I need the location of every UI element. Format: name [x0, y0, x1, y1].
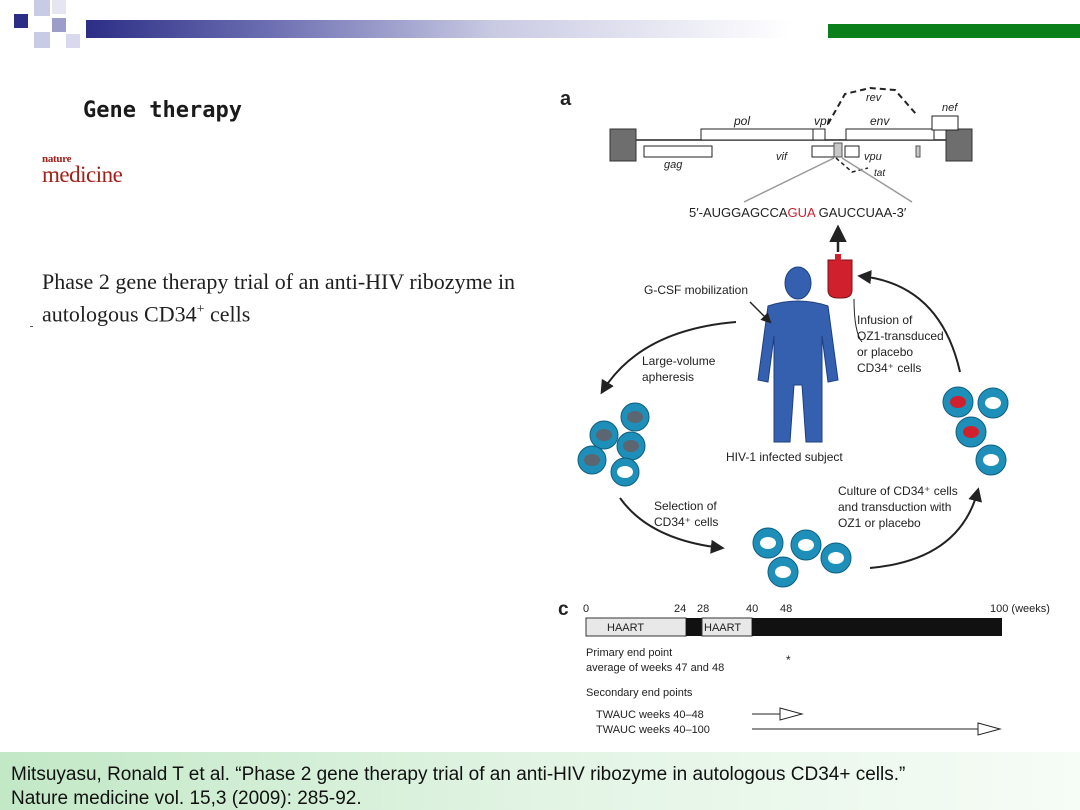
label-env: env — [870, 114, 890, 128]
figure-svg: a rev nef pol vpr env vif gag vpu tat 5′… — [558, 86, 1050, 736]
ltr-left — [609, 128, 637, 162]
logo-line-2: medicine — [42, 162, 123, 187]
haart-label-2: HAART — [704, 622, 741, 634]
tick-40: 40 — [746, 603, 758, 615]
label-vif: vif — [776, 151, 788, 163]
label-apheresis-1: Large-volume — [642, 354, 716, 368]
cells-transduced — [942, 386, 1009, 476]
label-selection-2: CD34⁺ cells — [654, 515, 718, 529]
tick-0: 0 — [583, 603, 589, 615]
label-pol: pol — [733, 114, 750, 128]
splice-line-rev — [827, 86, 917, 125]
arrow-twauc-40-100 — [752, 722, 1002, 736]
infusion-tube — [853, 298, 863, 343]
blood-bag — [827, 259, 853, 299]
label-vpr: vpr — [814, 114, 832, 128]
primary-star: * — [786, 653, 791, 667]
panel-c-label: c — [558, 599, 569, 620]
citation-line-2: Nature medicine vol. 15,3 (2009): 285-92… — [11, 788, 362, 809]
arrow-gcsf — [749, 301, 772, 324]
person-figure — [757, 266, 839, 443]
slide-title: Gene therapy — [83, 98, 242, 123]
label-gcsf: G-CSF mobilization — [644, 283, 748, 297]
divider-dot — [30, 326, 33, 327]
citation-line-1: Mitsuyasu, Ronald T et al. “Phase 2 gene… — [11, 764, 906, 785]
label-nef: nef — [942, 102, 958, 114]
tick-28: 28 — [697, 603, 709, 615]
header-green-bar — [828, 24, 1080, 38]
gene-env — [845, 128, 935, 141]
arrow-culture — [869, 487, 982, 569]
paper-title: Phase 2 gene therapy trial of an anti-HI… — [42, 268, 587, 328]
header-square-light — [34, 0, 50, 16]
label-infusion-4: CD34⁺ cells — [857, 361, 921, 375]
primary-endpoint-2: average of weeks 47 and 48 — [586, 662, 724, 674]
cells-apheresis — [577, 402, 650, 487]
gene-vpr — [812, 128, 826, 141]
tick-24: 24 — [674, 603, 686, 615]
ltr-right — [945, 128, 973, 162]
header-square-light-3 — [66, 34, 80, 48]
gene-pol — [700, 128, 814, 141]
blood-bag-top — [835, 254, 841, 261]
arrow-apheresis — [600, 321, 737, 395]
tick-100: 100 (weeks) — [990, 603, 1050, 615]
nature-medicine-logo: nature medicine — [42, 153, 123, 187]
secondary-endpoints: Secondary end points — [586, 687, 693, 699]
zoom-line-left — [743, 157, 835, 203]
timeline-gap — [686, 618, 702, 636]
label-culture-2: and transduction with — [838, 500, 951, 514]
header-square-light-2 — [34, 32, 50, 48]
gene-rev-exon — [915, 145, 921, 158]
gene-vpu — [844, 145, 860, 158]
paper-title-text: Phase 2 gene therapy trial of an anti-HI… — [42, 269, 516, 327]
splice-line-tat — [835, 157, 869, 173]
sequence: 5′-AUGGAGCCAGUA GAUCCUAA-3′ — [689, 205, 907, 220]
arrow-infusion — [857, 270, 961, 373]
logo-line-1: nature — [42, 153, 72, 165]
citation-footer: Mitsuyasu, Ronald T et al. “Phase 2 gene… — [0, 752, 1080, 810]
label-apheresis-2: apheresis — [642, 370, 694, 384]
haart-label-1: HAART — [607, 622, 644, 634]
gene-nef — [931, 115, 959, 131]
paper-title-sup: + — [196, 302, 205, 317]
header-square-mid-2 — [52, 18, 66, 32]
figure-panel: a rev nef pol vpr env vif gag vpu tat 5′… — [540, 80, 1080, 760]
label-infusion-3: or placebo — [857, 345, 913, 359]
gene-vif — [811, 145, 837, 158]
twauc-40-100: TWAUC weeks 40–100 — [596, 724, 710, 736]
sequence-right: GAUCCUAA-3′ — [815, 205, 907, 220]
label-tat: tat — [874, 168, 886, 179]
timeline-followup — [752, 618, 1002, 636]
label-subject: HIV-1 infected subject — [726, 450, 843, 464]
twauc-40-48: TWAUC weeks 40–48 — [596, 709, 704, 721]
tick-48: 48 — [780, 603, 792, 615]
label-vpu: vpu — [864, 151, 882, 163]
sequence-highlight: GUA — [788, 205, 817, 220]
header-square-mid — [52, 0, 66, 14]
sequence-left: 5′-AUGGAGCCA — [689, 205, 788, 220]
cells-selected — [752, 527, 852, 588]
gene-tat-exon — [833, 142, 843, 158]
label-culture-1: Culture of CD34⁺ cells — [838, 484, 958, 498]
label-culture-3: OZ1 or placebo — [838, 516, 921, 530]
label-selection-1: Selection of — [654, 499, 717, 513]
header-gradient-bar — [86, 20, 828, 38]
arrow-selection — [619, 497, 725, 554]
primary-endpoint-1: Primary end point — [586, 647, 672, 659]
header-square-dark — [14, 14, 28, 28]
label-infusion-1: Infusion of — [857, 313, 913, 327]
paper-title-suffix: cells — [204, 301, 251, 327]
label-rev: rev — [866, 92, 883, 104]
panel-a-label: a — [560, 88, 572, 110]
gene-gag — [643, 145, 713, 158]
label-gag: gag — [664, 159, 683, 171]
arrow-twauc-40-48 — [752, 707, 804, 721]
zoom-line-right — [841, 157, 913, 203]
label-infusion-2: OZ1-transduced — [857, 329, 944, 343]
